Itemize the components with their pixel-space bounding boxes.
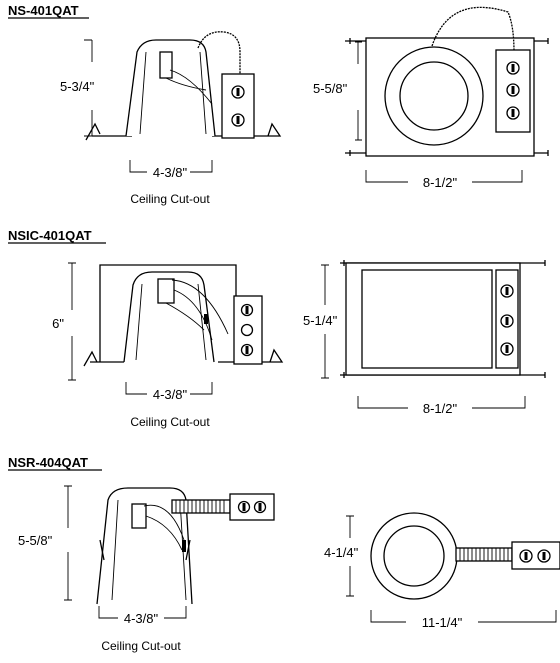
- side-view-fixture: 5-3/4" 4-3/8" Ceiling Cut-out: [60, 31, 282, 206]
- socket-wires: [165, 279, 229, 341]
- model-title: NS-401QAT: [8, 3, 79, 18]
- housing-inner-lines: [135, 283, 207, 361]
- conduit-ridges: [175, 500, 225, 513]
- aperture-inner-ring: [399, 61, 469, 131]
- thermal-protector: [182, 540, 186, 552]
- aperture-inner-ring: [383, 525, 445, 587]
- knockout-icon: [240, 323, 254, 337]
- junction-box: [229, 493, 275, 521]
- height-dimension: 5-3/4": [60, 79, 95, 94]
- top-view-fixture: 4-1/4" 11-1/4": [324, 512, 560, 630]
- trim-clips: [99, 539, 191, 561]
- flex-conduit: [171, 499, 231, 514]
- recessed-housing: [96, 487, 193, 605]
- knockout-icon: [253, 500, 267, 514]
- top-height-dimension-line: [355, 41, 362, 141]
- height-dimension: 5-5/8": [18, 533, 53, 548]
- cutout-dimension-line: [129, 160, 213, 173]
- width-dimension: 4-3/8": [153, 165, 188, 180]
- height-dimension-line: [64, 485, 72, 601]
- width-dimension: 4-3/8": [153, 387, 188, 402]
- left-mounting-bracket: [85, 122, 132, 141]
- socket-box: [131, 503, 147, 529]
- top-flex-conduit: [431, 6, 515, 53]
- mounting-plate: [345, 262, 521, 376]
- socket-box: [157, 278, 175, 304]
- cutout-dimension-line: [125, 382, 213, 395]
- side-view-fixture: 6" 4-3/8" Ceiling Cut-out: [52, 262, 284, 429]
- top-width-dimension-line: [365, 170, 523, 183]
- top-view-fixture: 5-5/8" 8-1/2": [313, 6, 549, 190]
- socket-wires: [143, 504, 185, 551]
- top-width-dimension: 11-1/4": [422, 615, 463, 630]
- knockout-icon: [500, 314, 514, 328]
- thermal-protector: [204, 314, 208, 324]
- knockout-icon: [506, 61, 520, 75]
- height-dimension: 6": [52, 316, 64, 331]
- knockout-icon: [506, 106, 520, 120]
- section-nsr-404qat: NSR-404QAT 5-5/8" 4-3/8" Ceiling Cut-out: [8, 455, 560, 653]
- socket-wires: [165, 69, 213, 105]
- top-height-dimension-line: [346, 515, 354, 597]
- knockout-icon: [500, 284, 514, 298]
- knockout-icon: [519, 549, 533, 563]
- section-ns-401qat: NS-401QAT 5-3/4": [8, 3, 549, 206]
- top-height-dimension: 5-1/4": [303, 313, 338, 328]
- junction-box: [221, 73, 255, 139]
- knockout-icon: [537, 549, 551, 563]
- top-width-dimension-line: [357, 396, 526, 409]
- model-title: NSIC-401QAT: [8, 228, 92, 243]
- top-height-dimension: 4-1/4": [324, 545, 359, 560]
- flex-conduit: [197, 31, 241, 74]
- knockout-icon: [506, 83, 520, 97]
- side-view-fixture: 5-5/8" 4-3/8" Ceiling Cut-out: [18, 485, 275, 653]
- conduit-ridges: [459, 548, 509, 561]
- knockout-icon: [231, 113, 245, 127]
- left-mounting-bracket: [83, 350, 124, 367]
- socket-box: [159, 51, 173, 79]
- knockout-icon: [500, 342, 514, 356]
- recessed-housing: [123, 271, 215, 363]
- knockout-icon: [240, 303, 254, 317]
- knockout-icon: [240, 343, 254, 357]
- top-width-dimension-line: [370, 610, 557, 623]
- top-width-dimension: 8-1/2": [423, 401, 458, 416]
- cutout-caption: Ceiling Cut-out: [101, 639, 181, 653]
- section-nsic-401qat: NSIC-401QAT 6" 4-3/8" Ceiling Cut-out: [8, 228, 546, 429]
- top-height-dimension-line: [321, 264, 329, 379]
- cutout-caption: Ceiling Cut-out: [130, 192, 210, 206]
- ic-can-outline: [361, 269, 493, 369]
- top-width-dimension: 8-1/2": [423, 175, 458, 190]
- recessed-housing: [125, 39, 216, 137]
- cutout-dimension-line: [98, 606, 187, 619]
- knockout-icon: [231, 85, 245, 99]
- cutout-caption: Ceiling Cut-out: [130, 415, 210, 429]
- model-title: NSR-404QAT: [8, 455, 88, 470]
- knockout-icon: [237, 500, 251, 514]
- width-dimension: 4-3/8": [124, 611, 159, 626]
- top-height-dimension: 5-5/8": [313, 81, 348, 96]
- top-view-fixture: 5-1/4" 8-1/2": [303, 260, 546, 416]
- top-junction-box: [511, 541, 560, 570]
- aperture-outer-ring: [384, 46, 484, 146]
- height-dimension-line: [68, 262, 76, 381]
- height-dimension-line: [84, 39, 93, 137]
